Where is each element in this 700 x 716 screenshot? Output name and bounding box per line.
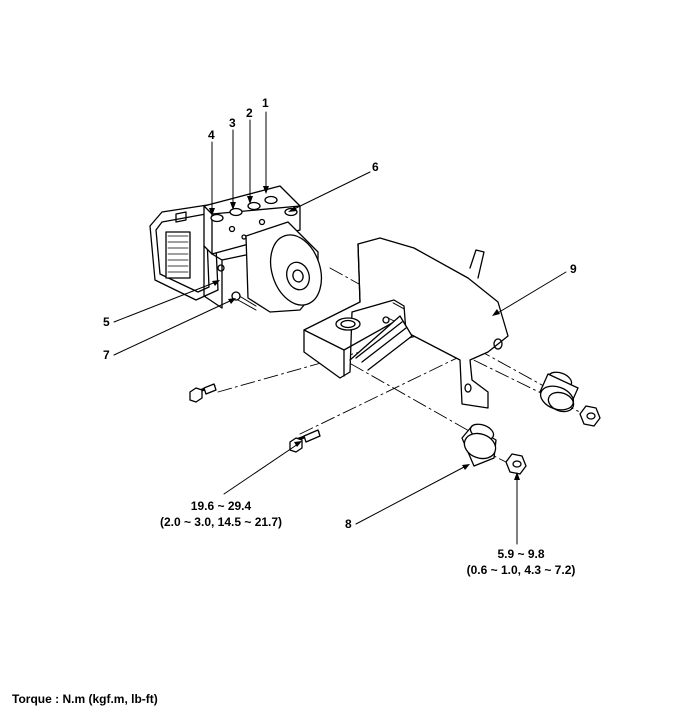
callout-7: 7 xyxy=(103,348,110,362)
leader-lines xyxy=(113,111,567,545)
torque-nut-alt: (0.6 ~ 1.0, 4.3 ~ 7.2) xyxy=(466,563,576,577)
torque-nut-spec: 5.9 ~ 9.8 (0.6 ~ 1.0, 4.3 ~ 7.2) xyxy=(446,546,596,578)
mounting-bracket xyxy=(303,237,509,409)
torque-bolt-spec: 19.6 ~ 29.4 (2.0 ~ 3.0, 14.5 ~ 21.7) xyxy=(130,498,312,530)
callout-5: 5 xyxy=(103,315,110,329)
torque-bolt-alt: (2.0 ~ 3.0, 14.5 ~ 21.7) xyxy=(159,515,283,529)
callout-4: 4 xyxy=(208,128,215,142)
callout-1: 1 xyxy=(262,96,269,110)
torque-bolt-nm: 19.6 ~ 29.4 xyxy=(190,499,252,513)
callout-3: 3 xyxy=(229,116,236,130)
callout-9: 9 xyxy=(570,262,577,276)
bolt-upper xyxy=(189,383,217,403)
nut-upper xyxy=(579,405,601,427)
leader-arrowheads xyxy=(209,186,520,480)
torque-nut-nm: 5.9 ~ 9.8 xyxy=(497,547,545,561)
callout-6: 6 xyxy=(372,160,379,174)
torque-units-note: Torque : N.m (kgf.m, lb-ft) xyxy=(12,692,158,706)
hecu-unit xyxy=(149,185,323,313)
bushing-upper xyxy=(539,371,579,413)
callout-2: 2 xyxy=(246,106,253,120)
bushing-lower xyxy=(461,423,497,467)
nut-lower xyxy=(505,453,527,475)
callout-8: 8 xyxy=(345,517,352,531)
bolt-lower xyxy=(289,429,321,453)
